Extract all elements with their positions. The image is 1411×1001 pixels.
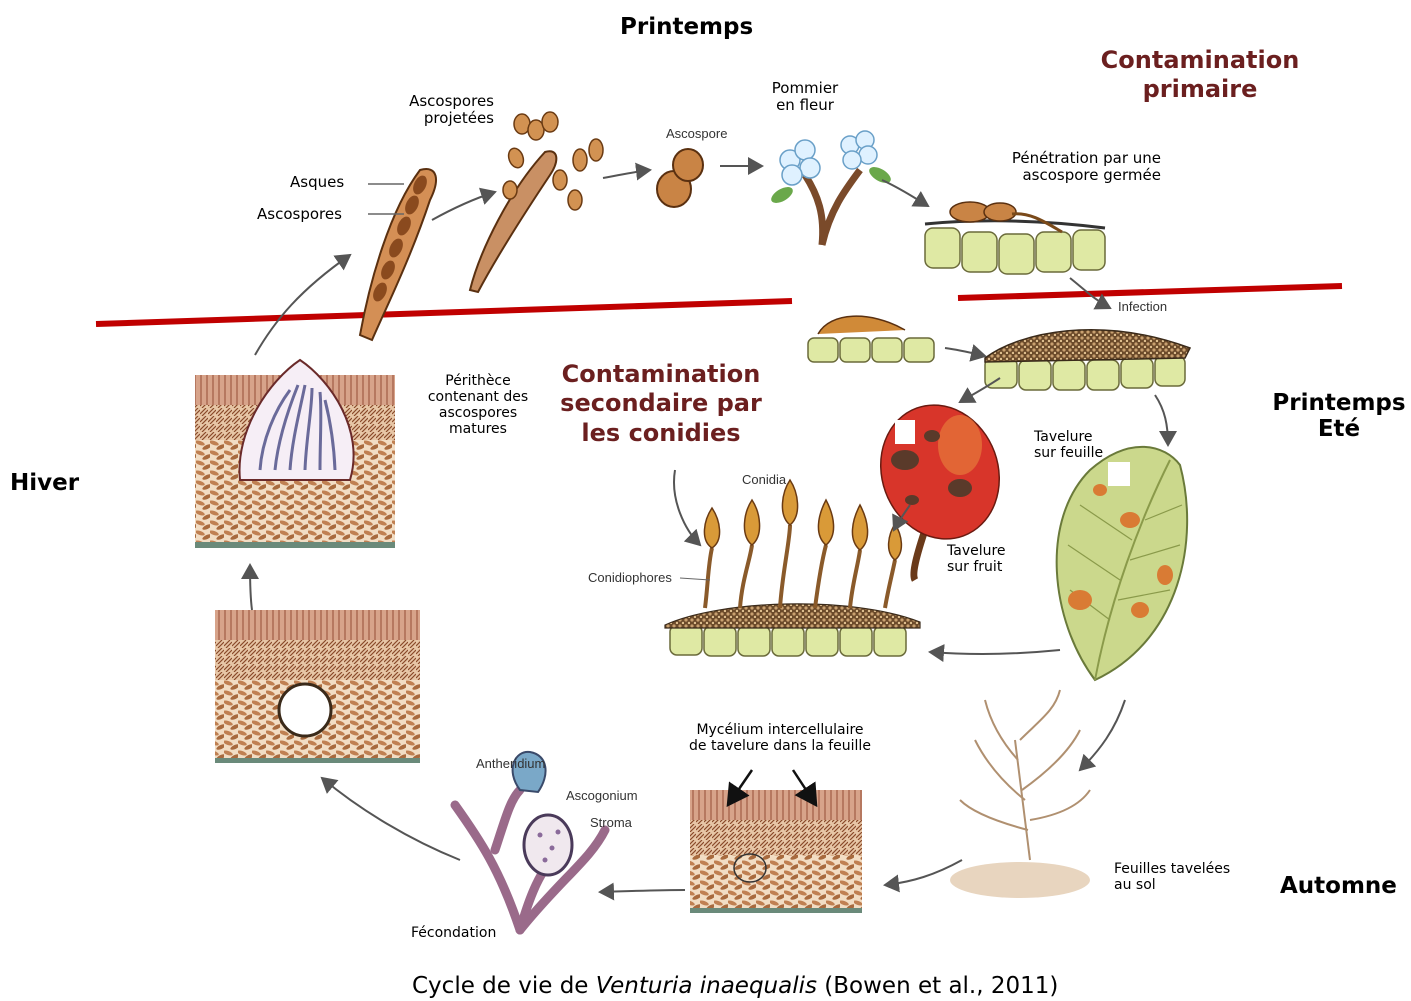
arrow-developing-to-perithecium [250,565,252,610]
penetration-figure [925,202,1105,274]
phase-primary-line2: primaire [1100,75,1300,104]
germinating-conidium-figure [808,316,934,362]
label-ascogonium-figure: Ascogonium [566,789,638,804]
caption-suffix: (Bowen et al., 2011) [817,973,1058,999]
label-leaf-scab-line1: Tavelure [1034,429,1103,445]
label-ascospore-figure: Ascospore [666,127,727,142]
perithecium-figure [195,360,395,548]
label-perithecium-line3: ascospores [418,405,538,421]
bare-tree-figure [960,690,1090,860]
arrow-perithecium-to-ascus [255,255,350,355]
ascospore-figure [657,149,703,207]
label-conidia-figure: Conidia [742,473,786,488]
label-perithecium: Périthèce contenant des ascospores matur… [418,373,538,437]
arrow-flower-to-penetration [882,180,928,206]
arrow-leaf-to-tree [1080,700,1125,770]
label-antheridium-figure: Antheridium [476,757,545,772]
apple-blossom-figure [769,131,894,245]
caption-species: Venturia inaequalis [596,973,817,999]
label-intercellular-mycelium: Mycélium intercellulaire de tavelure dan… [683,722,877,754]
phase-secondary-line3: les conidies [557,419,765,448]
season-spring: Printemps [620,14,753,40]
label-conidiophores-figure: Conidiophores [588,571,672,586]
arrow-mycelium-to-fecondation [600,890,685,892]
phase-primary-line1: Contamination [1100,46,1300,75]
label-fruit-scab: Tavelure sur fruit [947,543,1006,575]
phase-secondary-line1: Contamination [557,360,765,389]
fecundation-figure [455,752,605,930]
label-perithecium-line1: Périthèce [418,373,538,389]
label-asques: Asques [290,174,344,191]
season-spring-summer-line1: Printemps [1268,390,1410,416]
season-spring-summer-line2: Eté [1268,416,1410,442]
intercellular-mycelium-figure [690,790,862,913]
label-penetration-line1: Pénétration par une [990,150,1161,167]
fallen-leaves-figure [950,862,1090,898]
label-ascospores: Ascospores [257,206,342,223]
phase-primary-contamination: Contamination primaire [1100,46,1300,105]
phase-secondary-contamination: Contamination secondaire par les conidie… [557,360,765,448]
label-ascospores-projected-line2: projetées [400,110,494,127]
arrow-leaf-to-conidia [930,650,1060,654]
figure-caption: Cycle de vie de Venturia inaequalis (Bow… [412,973,1058,999]
arrow-projected-to-ascospore [603,170,650,178]
label-mycelium-line2: de tavelure dans la feuille [683,738,877,754]
label-leaf-scab: Tavelure sur feuille [1034,429,1103,461]
scabbed-leaf-figure [1057,447,1187,680]
season-winter: Hiver [10,470,79,496]
conidiophores-figure [665,480,920,656]
label-ascospores-projected: Ascospores projetées [400,93,494,128]
projected-ascospores-figure [470,112,603,292]
label-stroma-figure: Stroma [590,816,632,831]
label-fecundation: Fécondation [411,925,496,941]
label-fruit-scab-line1: Tavelure [947,543,1006,559]
label-fallen-leaves-line2: au sol [1114,877,1230,893]
divider-line-left [96,301,792,324]
label-penetration-line2: ascospore germée [990,167,1161,184]
arrow-infection-to-leaf [1155,395,1168,445]
developing-perithecium-figure [215,610,420,763]
label-apple-blossom-line2: en fleur [765,97,845,114]
arrow-infection-to-fruit [960,378,1000,402]
arrow-germ-to-infection [945,348,985,356]
label-fallen-leaves: Feuilles tavelées au sol [1114,861,1230,893]
arrow-conidia-loop [674,470,700,545]
season-autumn: Automne [1280,873,1397,899]
label-fruit-scab-line2: sur fruit [947,559,1006,575]
label-fallen-leaves-line1: Feuilles tavelées [1114,861,1230,877]
infection-figure [985,330,1190,390]
label-mycelium-line1: Mycélium intercellulaire [683,722,877,738]
caption-prefix: Cycle de vie de [412,973,596,999]
season-spring-summer: Printemps Eté [1268,390,1410,443]
label-apple-blossom-line1: Pommier [765,80,845,97]
label-perithecium-line4: matures [418,421,538,437]
label-ascospores-projected-line1: Ascospores [400,93,494,110]
label-perithecium-line2: contenant des [418,389,538,405]
label-penetration: Pénétration par une ascospore germée [990,150,1161,185]
arrow-ascus-to-projected [432,192,495,220]
phase-secondary-line2: secondaire par [557,389,765,418]
arrow-fecondation-to-developing [322,778,460,860]
label-infection-figure: Infection [1118,300,1167,315]
label-apple-blossom: Pommier en fleur [765,80,845,115]
label-leaf-scab-line2: sur feuille [1034,445,1103,461]
divider-line-right [958,286,1342,298]
